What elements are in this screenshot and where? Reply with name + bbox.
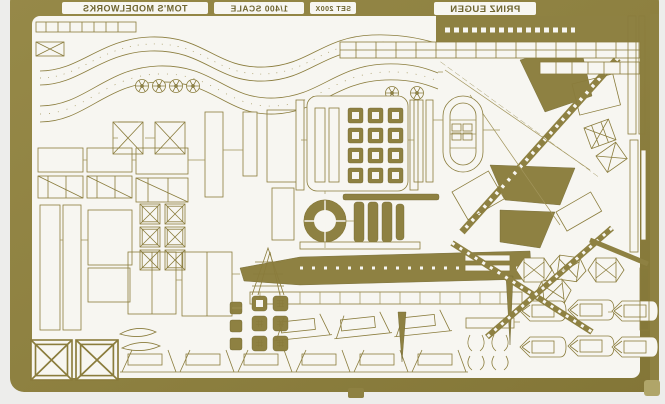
- label-plate-ship: [434, 2, 536, 15]
- ladder-blocks: [127, 251, 233, 317]
- segmented-strip: [35, 21, 137, 33]
- lattice-mast: [251, 246, 285, 296]
- etched-interior: [32, 16, 640, 378]
- superstructure-deck-plate: [295, 95, 419, 192]
- mesh-hatch-squares: [229, 295, 289, 352]
- x-brace-parts: [583, 118, 628, 173]
- sprue-gates: [60, 71, 612, 323]
- funnel-cap-bars: [353, 201, 405, 243]
- brick-skid-strips: [451, 73, 621, 232]
- top-labels: TOM'S MODELWORKS 1/400 SCALE SET 200X PR…: [62, 2, 536, 15]
- ship-label-mirrored: PRINZ EUGEN: [450, 4, 520, 15]
- brand-label-mirrored: TOM'S MODELWORKS: [83, 4, 188, 14]
- label-plate-scale: [214, 2, 304, 14]
- pedestal-brackets: [35, 41, 186, 155]
- pointed-blades: [397, 275, 514, 363]
- sprue-bar: [342, 193, 440, 201]
- railing-grid-band: [339, 41, 641, 75]
- stanchion-grid: [87, 209, 133, 266]
- label-plate-set: [310, 2, 356, 14]
- solid-wedge: [499, 209, 556, 249]
- hull-strip-2: [249, 291, 523, 305]
- deck-grid-squares: [347, 107, 404, 184]
- sheet-tab: [348, 388, 364, 398]
- range-ring: [303, 199, 347, 243]
- funnel-grates: [204, 109, 302, 241]
- hull-side-strip: [239, 241, 533, 305]
- set-label-mirrored: SET 200X: [315, 6, 351, 13]
- label-plate-brand: [62, 2, 208, 14]
- sheet-corner-tab: [644, 380, 660, 396]
- funnel-cap-oval: [442, 95, 484, 173]
- ladder-strips-centre: [413, 99, 434, 183]
- crane-booms: [436, 55, 649, 340]
- stanchion-grid: [87, 267, 131, 303]
- inclined-ladder-strips: [39, 204, 82, 331]
- mast-ladder-strips: [627, 15, 650, 331]
- accommodation-ladders: [37, 175, 189, 203]
- scale-label-mirrored: 1/400 SCALE: [230, 3, 288, 13]
- wing-parts: [118, 328, 161, 351]
